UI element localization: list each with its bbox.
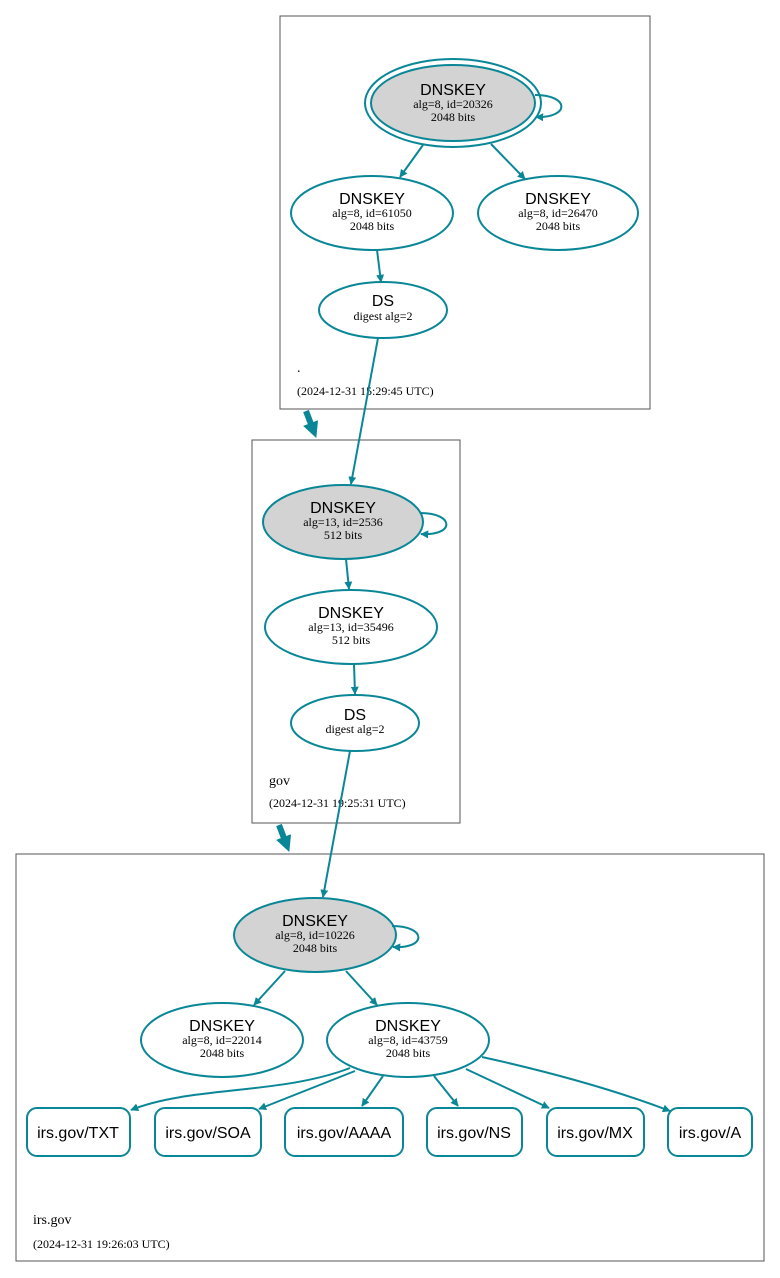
rrset-node-shape — [284, 1107, 404, 1157]
zone-name: irs.gov — [33, 1213, 72, 1228]
rrset-node-shape — [426, 1107, 523, 1157]
rrset-label: irs.gov/TXT — [37, 1125, 119, 1142]
node-type: DNSKEY — [420, 82, 486, 99]
node-type: DNSKEY — [525, 191, 591, 208]
rrset-mx: irs.gov/MX — [546, 1107, 645, 1157]
rrset-node-shape — [667, 1107, 753, 1157]
rrset-ns: irs.gov/NS — [426, 1107, 523, 1157]
sign-edge — [481, 1056, 671, 1113]
rrset-soa: irs.gov/SOA — [154, 1107, 262, 1157]
sign-edge — [345, 970, 378, 1006]
gov-dnskey-2536: DNSKEY alg=13, id=2536 512 bits — [262, 484, 424, 560]
rrset-label: irs.gov/AAAA — [297, 1125, 392, 1142]
irs-dnskey-22014: DNSKEY alg=8, id=22014 2048 bits — [140, 1002, 304, 1078]
node-alg-id: alg=8, id=22014 — [182, 1033, 262, 1047]
rrset-node-shape — [26, 1107, 131, 1157]
node-type: DNSKEY — [339, 191, 405, 208]
self-sign-edge — [391, 925, 420, 952]
rrset-node-shape — [546, 1107, 645, 1157]
self-sign-edge — [534, 94, 563, 122]
node-key-size: 512 bits — [332, 633, 371, 647]
node-type: DS — [372, 293, 394, 310]
node-type: DS — [344, 707, 366, 724]
node-key-size: 2048 bits — [200, 1046, 245, 1060]
dnskey-node-shape — [370, 64, 536, 142]
dnskey-node-shape — [140, 1002, 304, 1078]
node-key-size: 512 bits — [324, 528, 363, 542]
rrset-node-shape — [154, 1107, 262, 1157]
node-type: DNSKEY — [310, 500, 376, 517]
node-type: DNSKEY — [318, 605, 384, 622]
ds-edge — [376, 249, 385, 283]
node-digest: digest alg=2 — [325, 722, 384, 736]
ds-to-dnskey-edge — [320, 750, 351, 898]
sign-edge — [433, 1075, 459, 1107]
node-type: DNSKEY — [375, 1018, 441, 1035]
root-ds: DS digest alg=2 — [318, 281, 448, 339]
node-key-size: 2048 bits — [536, 219, 581, 233]
trust-anchor-ring — [364, 58, 542, 148]
rrset-label: irs.gov/A — [679, 1125, 742, 1142]
node-alg-id: alg=8, id=26470 — [518, 206, 598, 220]
zone-timestamp: (2024-12-31 19:25:31 UTC) — [269, 796, 406, 810]
zone-name: . — [297, 361, 301, 376]
root-dnskey-20326: DNSKEY alg=8, id=20326 2048 bits — [364, 58, 542, 148]
sign-edge — [344, 558, 353, 590]
node-alg-id: alg=13, id=35496 — [308, 620, 394, 634]
node-alg-id: alg=8, id=10226 — [275, 928, 355, 942]
dnskey-node-shape — [326, 1002, 490, 1078]
node-alg-id: alg=13, id=2536 — [303, 515, 383, 529]
sign-edge — [130, 1067, 351, 1111]
sign-edge — [399, 144, 424, 178]
rrset-label: irs.gov/NS — [437, 1125, 511, 1142]
gov-ds: DS digest alg=2 — [290, 694, 420, 752]
ds-node-shape — [290, 694, 420, 752]
node-key-size: 2048 bits — [350, 219, 395, 233]
gov-dnskey-35496: DNSKEY alg=13, id=35496 512 bits — [264, 589, 438, 665]
rrset-label: irs.gov/MX — [557, 1125, 633, 1142]
node-type: DNSKEY — [282, 913, 348, 930]
sign-edge — [361, 1075, 384, 1107]
dnskey-node-shape — [233, 897, 397, 973]
node-key-size: 2048 bits — [293, 941, 338, 955]
sign-edge — [490, 143, 526, 180]
sign-edge — [258, 1070, 356, 1111]
node-alg-id: alg=8, id=20326 — [413, 97, 493, 111]
node-alg-id: alg=8, id=43759 — [368, 1033, 448, 1047]
root-dnskey-26470: DNSKEY alg=8, id=26470 2048 bits — [477, 175, 639, 251]
zone-timestamp: (2024-12-31 19:26:03 UTC) — [33, 1237, 170, 1251]
dnskey-node-shape — [264, 589, 438, 665]
node-alg-id: alg=8, id=61050 — [332, 206, 412, 220]
zone-name: gov — [269, 774, 290, 789]
rrset-txt: irs.gov/TXT — [26, 1107, 131, 1157]
delegation-edge — [276, 823, 292, 852]
rrset-aaaa: irs.gov/AAAA — [284, 1107, 404, 1157]
zone-root: DNSKEY alg=8, id=20326 2048 bits DNSKEY … — [279, 15, 651, 410]
delegation-edge — [303, 409, 319, 438]
irs-dnskey-10226: DNSKEY alg=8, id=10226 2048 bits — [233, 897, 397, 973]
node-key-size: 2048 bits — [431, 110, 476, 124]
irs-dnskey-43759: DNSKEY alg=8, id=43759 2048 bits — [326, 1002, 490, 1078]
zone-irs-gov: DNSKEY alg=8, id=10226 2048 bits DNSKEY … — [15, 853, 765, 1262]
sign-edge — [253, 970, 286, 1006]
dnskey-node-shape — [477, 175, 639, 251]
node-digest: digest alg=2 — [353, 309, 412, 323]
node-key-size: 2048 bits — [386, 1046, 431, 1060]
zone-gov: DNSKEY alg=13, id=2536 512 bits DNSKEY a… — [251, 439, 461, 824]
edges — [130, 94, 671, 1113]
dnskey-node-shape — [262, 484, 424, 560]
dnskey-node-shape — [290, 175, 454, 251]
ds-edge — [350, 663, 359, 695]
zone-timestamp: (2024-12-31 15:29:45 UTC) — [297, 384, 434, 398]
root-dnskey-61050: DNSKEY alg=8, id=61050 2048 bits — [290, 175, 454, 251]
rrset-label: irs.gov/SOA — [165, 1125, 251, 1142]
ds-to-dnskey-edge — [348, 337, 379, 485]
rrset-a: irs.gov/A — [667, 1107, 753, 1157]
self-sign-edge — [419, 512, 448, 539]
sign-edge — [465, 1068, 550, 1109]
node-type: DNSKEY — [189, 1018, 255, 1035]
